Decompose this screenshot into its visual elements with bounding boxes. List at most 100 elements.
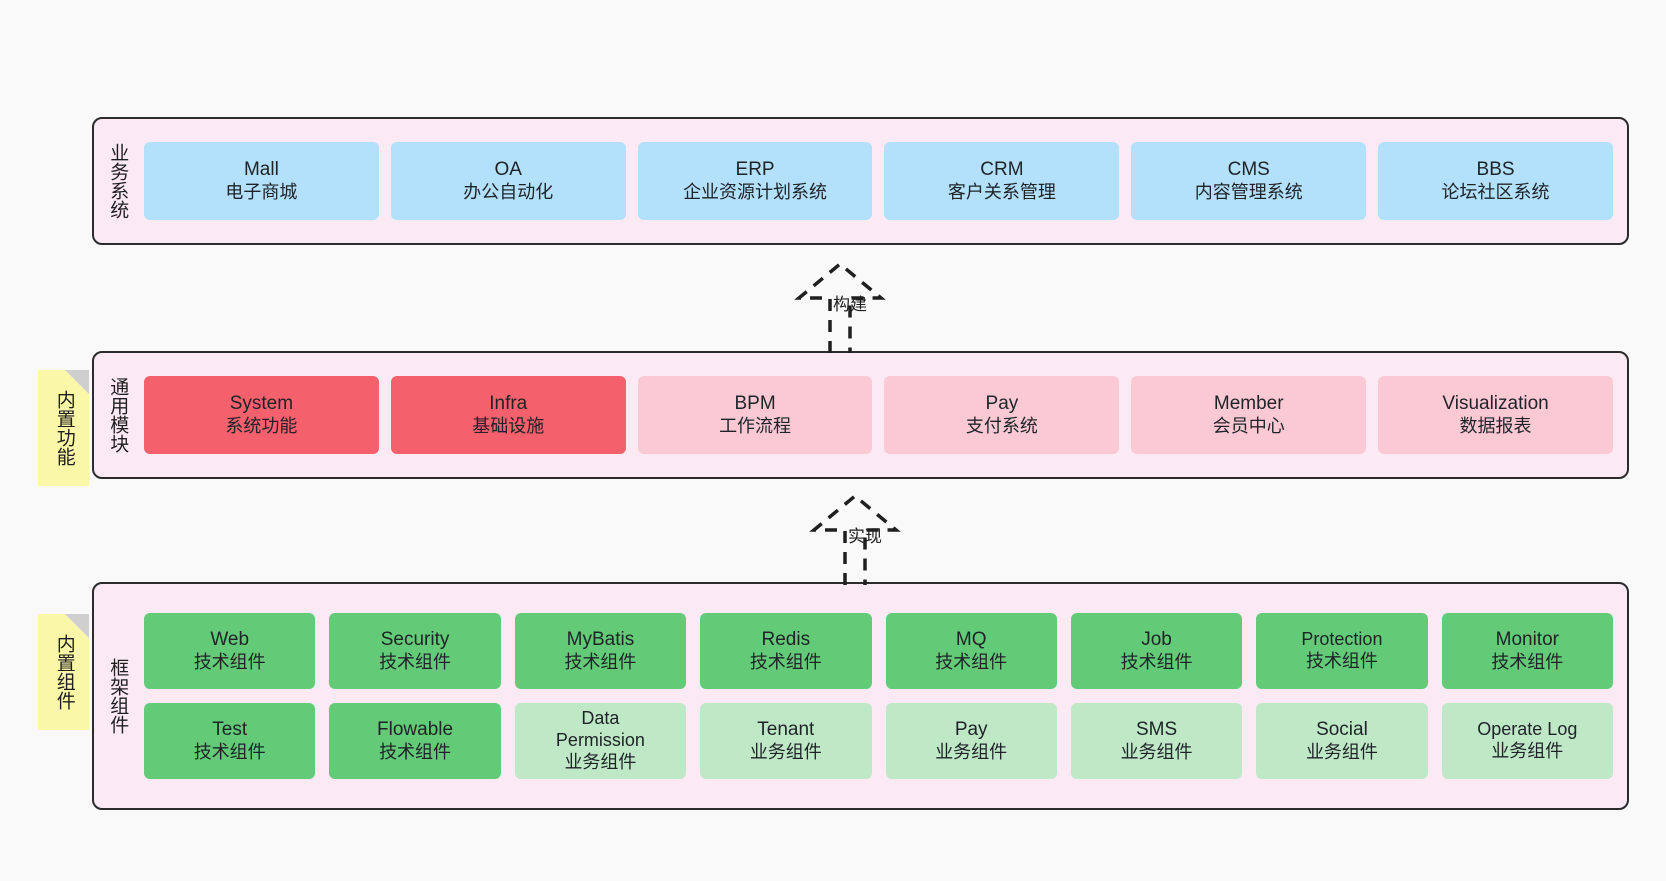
framework-box-protection-name: Protection	[1301, 629, 1383, 650]
module-box-bpm-name: BPM	[734, 393, 776, 415]
layer-common-modules: 通用模块 System 系统功能 Infra 基础设施 BPM 工作流程 Pay…	[92, 351, 1629, 479]
framework-box-security-desc: 技术组件	[379, 651, 452, 672]
module-box-bpm[interactable]: BPM 工作流程	[637, 376, 873, 454]
framework-box-data-permission[interactable]: Data Permission 业务组件	[514, 703, 687, 779]
layer-framework-components: 框架组件 Web 技术组件 Security 技术组件 MyBatis 技术组件…	[92, 582, 1629, 810]
business-box-oa-name: OA	[494, 159, 522, 181]
framework-box-flowable[interactable]: Flowable 技术组件	[329, 703, 501, 779]
framework-box-pay-desc: 业务组件	[935, 741, 1008, 762]
framework-box-test-name: Test	[212, 719, 248, 741]
business-box-crm-desc: 客户关系管理	[947, 181, 1056, 202]
framework-box-monitor-name: Monitor	[1495, 629, 1559, 651]
business-box-mall-desc: 电子商城	[225, 181, 298, 202]
framework-box-mq-name: MQ	[955, 629, 987, 651]
business-box-erp-desc: 企业资源计划系统	[683, 181, 828, 202]
layer-framework-components-title: 框架组件	[107, 658, 129, 734]
business-box-bbs-name: BBS	[1476, 159, 1515, 181]
framework-box-protection-desc: 技术组件	[1305, 651, 1378, 671]
layer-common-modules-body: System 系统功能 Infra 基础设施 BPM 工作流程 Pay 支付系统…	[140, 353, 1627, 477]
framework-box-test-desc: 技术组件	[193, 741, 266, 762]
framework-box-tenant-name: Tenant	[757, 719, 815, 741]
framework-box-job-desc: 技术组件	[1120, 651, 1193, 672]
framework-box-social[interactable]: Social 业务组件	[1256, 703, 1428, 779]
business-box-mall-name: Mall	[243, 159, 279, 181]
framework-box-web-desc: 技术组件	[193, 651, 266, 672]
framework-box-pay[interactable]: Pay 业务组件	[885, 703, 1057, 779]
note-builtin-components: 内置组件	[38, 614, 89, 730]
business-box-oa[interactable]: OA 办公自动化	[390, 142, 626, 220]
business-box-cms[interactable]: CMS 内容管理系统	[1131, 142, 1367, 220]
framework-box-operate-log-name: Operate Log	[1477, 719, 1578, 740]
framework-box-test[interactable]: Test 技术组件	[144, 703, 316, 779]
module-box-visualization[interactable]: Visualization 数据报表	[1378, 376, 1613, 454]
framework-box-operate-log[interactable]: Operate Log 业务组件	[1441, 703, 1613, 779]
business-box-mall[interactable]: Mall 电子商城	[144, 142, 379, 220]
module-box-infra-name: Infra	[489, 393, 528, 415]
module-box-visualization-desc: 数据报表	[1459, 415, 1532, 436]
module-box-pay-name: Pay	[985, 393, 1019, 415]
framework-box-flowable-desc: 技术组件	[379, 741, 452, 762]
framework-box-sms-name: SMS	[1135, 719, 1178, 741]
connector-implement-label: 实现	[848, 527, 882, 546]
business-box-bbs-desc: 论坛社区系统	[1441, 181, 1550, 202]
module-box-system-desc: 系统功能	[225, 415, 298, 436]
framework-box-monitor-desc: 技术组件	[1491, 651, 1564, 672]
module-box-system[interactable]: System 系统功能	[144, 376, 379, 454]
business-box-crm[interactable]: CRM 客户关系管理	[884, 142, 1120, 220]
business-box-cms-desc: 内容管理系统	[1194, 181, 1303, 202]
framework-box-mybatis-name: MyBatis	[566, 629, 635, 651]
business-box-oa-desc: 办公自动化	[463, 181, 554, 202]
framework-box-mq[interactable]: MQ 技术组件	[885, 613, 1057, 689]
layer-business-system-body: Mall 电子商城 OA 办公自动化 ERP 企业资源计划系统 CRM 客户关系…	[140, 119, 1627, 243]
framework-box-mybatis[interactable]: MyBatis 技术组件	[514, 613, 687, 689]
framework-box-job-name: Job	[1141, 629, 1172, 651]
framework-box-data-permission-desc: 业务组件	[564, 751, 637, 772]
framework-box-mq-desc: 技术组件	[935, 651, 1008, 672]
framework-box-security-name: Security	[380, 629, 450, 651]
layer-business-system: 业务系统 Mall 电子商城 OA 办公自动化 ERP 企业资源计划系统 CRM…	[92, 117, 1629, 245]
business-box-crm-name: CRM	[980, 159, 1024, 181]
module-box-system-name: System	[229, 393, 294, 415]
framework-box-social-desc: 业务组件	[1305, 741, 1378, 762]
module-box-member-name: Member	[1213, 393, 1284, 415]
module-box-pay[interactable]: Pay 支付系统	[884, 376, 1120, 454]
framework-box-social-name: Social	[1316, 719, 1368, 741]
module-box-visualization-name: Visualization	[1442, 393, 1549, 415]
framework-box-data-permission-name: Data Permission	[555, 708, 645, 751]
connector-implement: 实现	[809, 490, 950, 585]
framework-box-redis-desc: 技术组件	[749, 651, 822, 672]
business-box-erp-name: ERP	[735, 159, 775, 181]
framework-box-flowable-name: Flowable	[377, 719, 454, 741]
framework-box-web[interactable]: Web 技术组件	[144, 613, 316, 689]
note-builtin-features: 内置功能	[38, 370, 89, 486]
framework-box-sms-desc: 业务组件	[1120, 741, 1193, 762]
module-box-infra-desc: 基础设施	[472, 415, 545, 436]
layer-common-modules-title: 通用模块	[107, 377, 129, 453]
framework-row-business: Test 技术组件 Flowable 技术组件 Data Permission …	[144, 703, 1613, 779]
business-box-bbs[interactable]: BBS 论坛社区系统	[1378, 142, 1613, 220]
framework-box-security[interactable]: Security 技术组件	[329, 613, 501, 689]
framework-box-job[interactable]: Job 技术组件	[1070, 613, 1243, 689]
module-box-bpm-desc: 工作流程	[719, 415, 792, 436]
framework-box-sms[interactable]: SMS 业务组件	[1070, 703, 1243, 779]
business-box-cms-name: CMS	[1227, 159, 1270, 181]
framework-box-web-name: Web	[210, 629, 250, 651]
module-box-member[interactable]: Member 会员中心	[1131, 376, 1367, 454]
framework-box-operate-log-desc: 业务组件	[1491, 741, 1564, 761]
framework-box-tenant[interactable]: Tenant 业务组件	[700, 703, 872, 779]
module-box-infra[interactable]: Infra 基础设施	[390, 376, 626, 454]
business-box-erp[interactable]: ERP 企业资源计划系统	[637, 142, 873, 220]
layer-business-system-title: 业务系统	[107, 143, 129, 219]
framework-box-protection[interactable]: Protection 技术组件	[1256, 613, 1428, 689]
module-box-member-desc: 会员中心	[1212, 415, 1285, 436]
connector-build-label: 构建	[833, 295, 867, 314]
module-box-pay-desc: 支付系统	[965, 415, 1038, 436]
layer-framework-components-body: Web 技术组件 Security 技术组件 MyBatis 技术组件 Redi…	[140, 584, 1627, 808]
framework-box-mybatis-desc: 技术组件	[564, 651, 637, 672]
framework-box-pay-name: Pay	[954, 719, 988, 741]
framework-box-monitor[interactable]: Monitor 技术组件	[1441, 613, 1613, 689]
connector-build: 构建	[794, 258, 935, 353]
framework-box-redis[interactable]: Redis 技术组件	[700, 613, 872, 689]
framework-row-technical: Web 技术组件 Security 技术组件 MyBatis 技术组件 Redi…	[144, 613, 1613, 689]
